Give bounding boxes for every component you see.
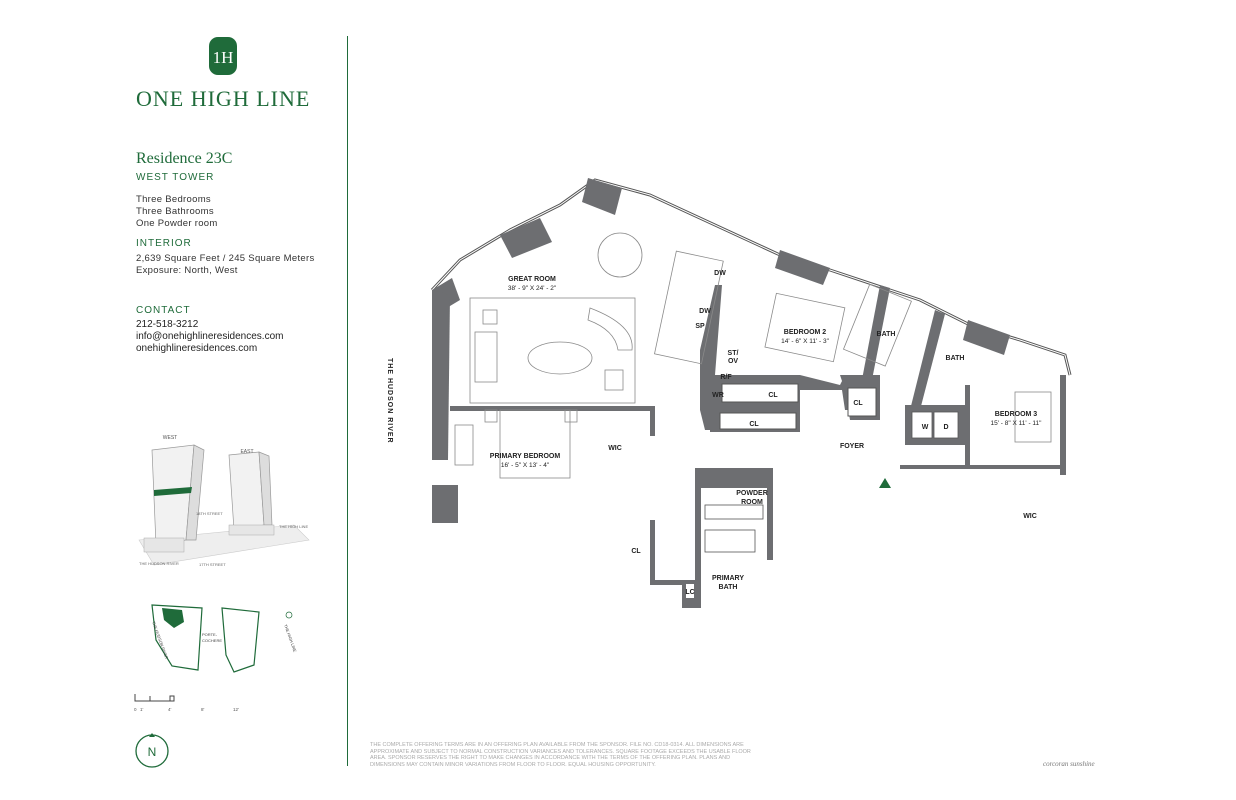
logo-text: 1H — [213, 48, 234, 67]
linen-closet-label: LC — [685, 589, 694, 596]
broker-credit: corcoran sunshine — [1043, 760, 1095, 768]
wine-fridge-label: WR — [712, 392, 724, 399]
towers-diagram: WEST EAST 18TH STREET 17TH STREET THE HI… — [138, 435, 310, 567]
oven-label: OV — [728, 358, 738, 365]
compass-label: N — [148, 745, 157, 759]
tower-label-west: WEST — [163, 435, 177, 441]
scale-label-4: 4' — [168, 707, 172, 712]
site-cochere-label: COCHERE — [202, 638, 222, 643]
contact-website[interactable]: onehighlineresidences.com — [136, 343, 258, 354]
divider-line — [347, 36, 348, 766]
residence-title: Residence 23C — [136, 150, 233, 167]
scale-bar: 0 1' 4' 8' 12' — [134, 694, 239, 712]
primary-bath-label-2: BATH — [719, 584, 738, 591]
powder-count: One Powder room — [136, 218, 218, 229]
street-17-label: 17TH STREET — [199, 562, 226, 567]
dishwasher-label-2: DW — [699, 308, 711, 315]
interior-exposure: Exposure: North, West — [136, 265, 238, 276]
highline-label: THE HIGH LINE — [279, 524, 308, 529]
fridge-label: R/F — [720, 374, 732, 381]
site-porte-label: PORTE- — [202, 632, 218, 637]
washer-label: W — [922, 424, 929, 431]
contact-email[interactable]: info@onehighlineresidences.com — [136, 331, 284, 342]
bedroom2-dim: 14' - 6" X 11' - 3" — [781, 338, 829, 345]
logo-icon: 1H — [209, 37, 237, 75]
site-river-label: THE HUDSON RIVER — [151, 621, 169, 660]
bath-label-1: BATH — [877, 331, 896, 338]
primary-bath-label-1: PRIMARY — [712, 575, 744, 582]
dryer-label: D — [943, 424, 948, 431]
brand-name: ONE HIGH LINE — [136, 86, 311, 111]
scale-label-12: 12' — [233, 707, 239, 712]
powder-room-label-1: POWDER — [736, 490, 768, 497]
hudson-river-label: THE HUDSON RIVER — [386, 358, 393, 444]
closet-label-3: CL — [853, 400, 863, 407]
bedroom2-label: BEDROOM 2 — [784, 329, 827, 336]
site-highline-label: THE HIGH LINE — [283, 624, 298, 653]
bedrooms-count: Three Bedrooms — [136, 194, 211, 205]
stove-label: ST/ — [728, 350, 739, 357]
bathrooms-count: Three Bathrooms — [136, 206, 214, 217]
tower-label-east: EAST — [240, 449, 253, 455]
contact-phone[interactable]: 212-518-3212 — [136, 319, 199, 330]
scale-label-0: 0 — [134, 707, 137, 712]
closet-label-2: CL — [749, 421, 759, 428]
tower-name: WEST TOWER — [136, 172, 215, 183]
primary-bedroom-dim: 16' - 5" X 13' - 4" — [501, 462, 550, 469]
contact-heading: CONTACT — [136, 305, 191, 316]
foyer-label: FOYER — [840, 443, 864, 450]
powder-room-label-2: ROOM — [741, 499, 763, 506]
bath-label-2: BATH — [946, 355, 965, 362]
wic-label-1: WIC — [608, 445, 622, 452]
closet-label-1: CL — [768, 392, 778, 399]
floor-plan: GREAT ROOM 38' - 9" X 24' - 2" PRIMARY B… — [386, 178, 1072, 608]
dishwasher-label-1: DW — [714, 270, 726, 277]
river-label: THE HUDSON RIVER — [139, 561, 179, 566]
compass-icon: N — [135, 733, 169, 768]
great-room-label: GREAT ROOM — [508, 276, 556, 283]
primary-bedroom-label: PRIMARY BEDROOM — [490, 453, 561, 460]
street-18-label: 18TH STREET — [196, 511, 223, 516]
wic-label-2: WIC — [1023, 513, 1037, 520]
scale-label-8: 8' — [201, 707, 205, 712]
closet-label-4: CL — [631, 548, 641, 555]
sink-label: SP — [695, 323, 705, 330]
interior-heading: INTERIOR — [136, 238, 192, 249]
bedroom3-label: BEDROOM 3 — [995, 411, 1038, 418]
bedroom3-dim: 15' - 8" X 11' - 11" — [991, 420, 1043, 427]
scale-label-1: 1' — [140, 707, 144, 712]
site-map: THE HUDSON RIVER PORTE- COCHERE THE HIGH… — [151, 604, 298, 673]
sidebar: 1H ONE HIGH LINE Residence 23C WEST TOWE… — [0, 0, 348, 800]
site-compass-icon — [285, 611, 293, 619]
interior-area: 2,639 Square Feet / 245 Square Meters — [136, 253, 315, 264]
legal-disclaimer: THE COMPLETE OFFERING TERMS ARE IN AN OF… — [370, 742, 751, 768]
great-room-dim: 38' - 9" X 24' - 2" — [508, 285, 557, 292]
